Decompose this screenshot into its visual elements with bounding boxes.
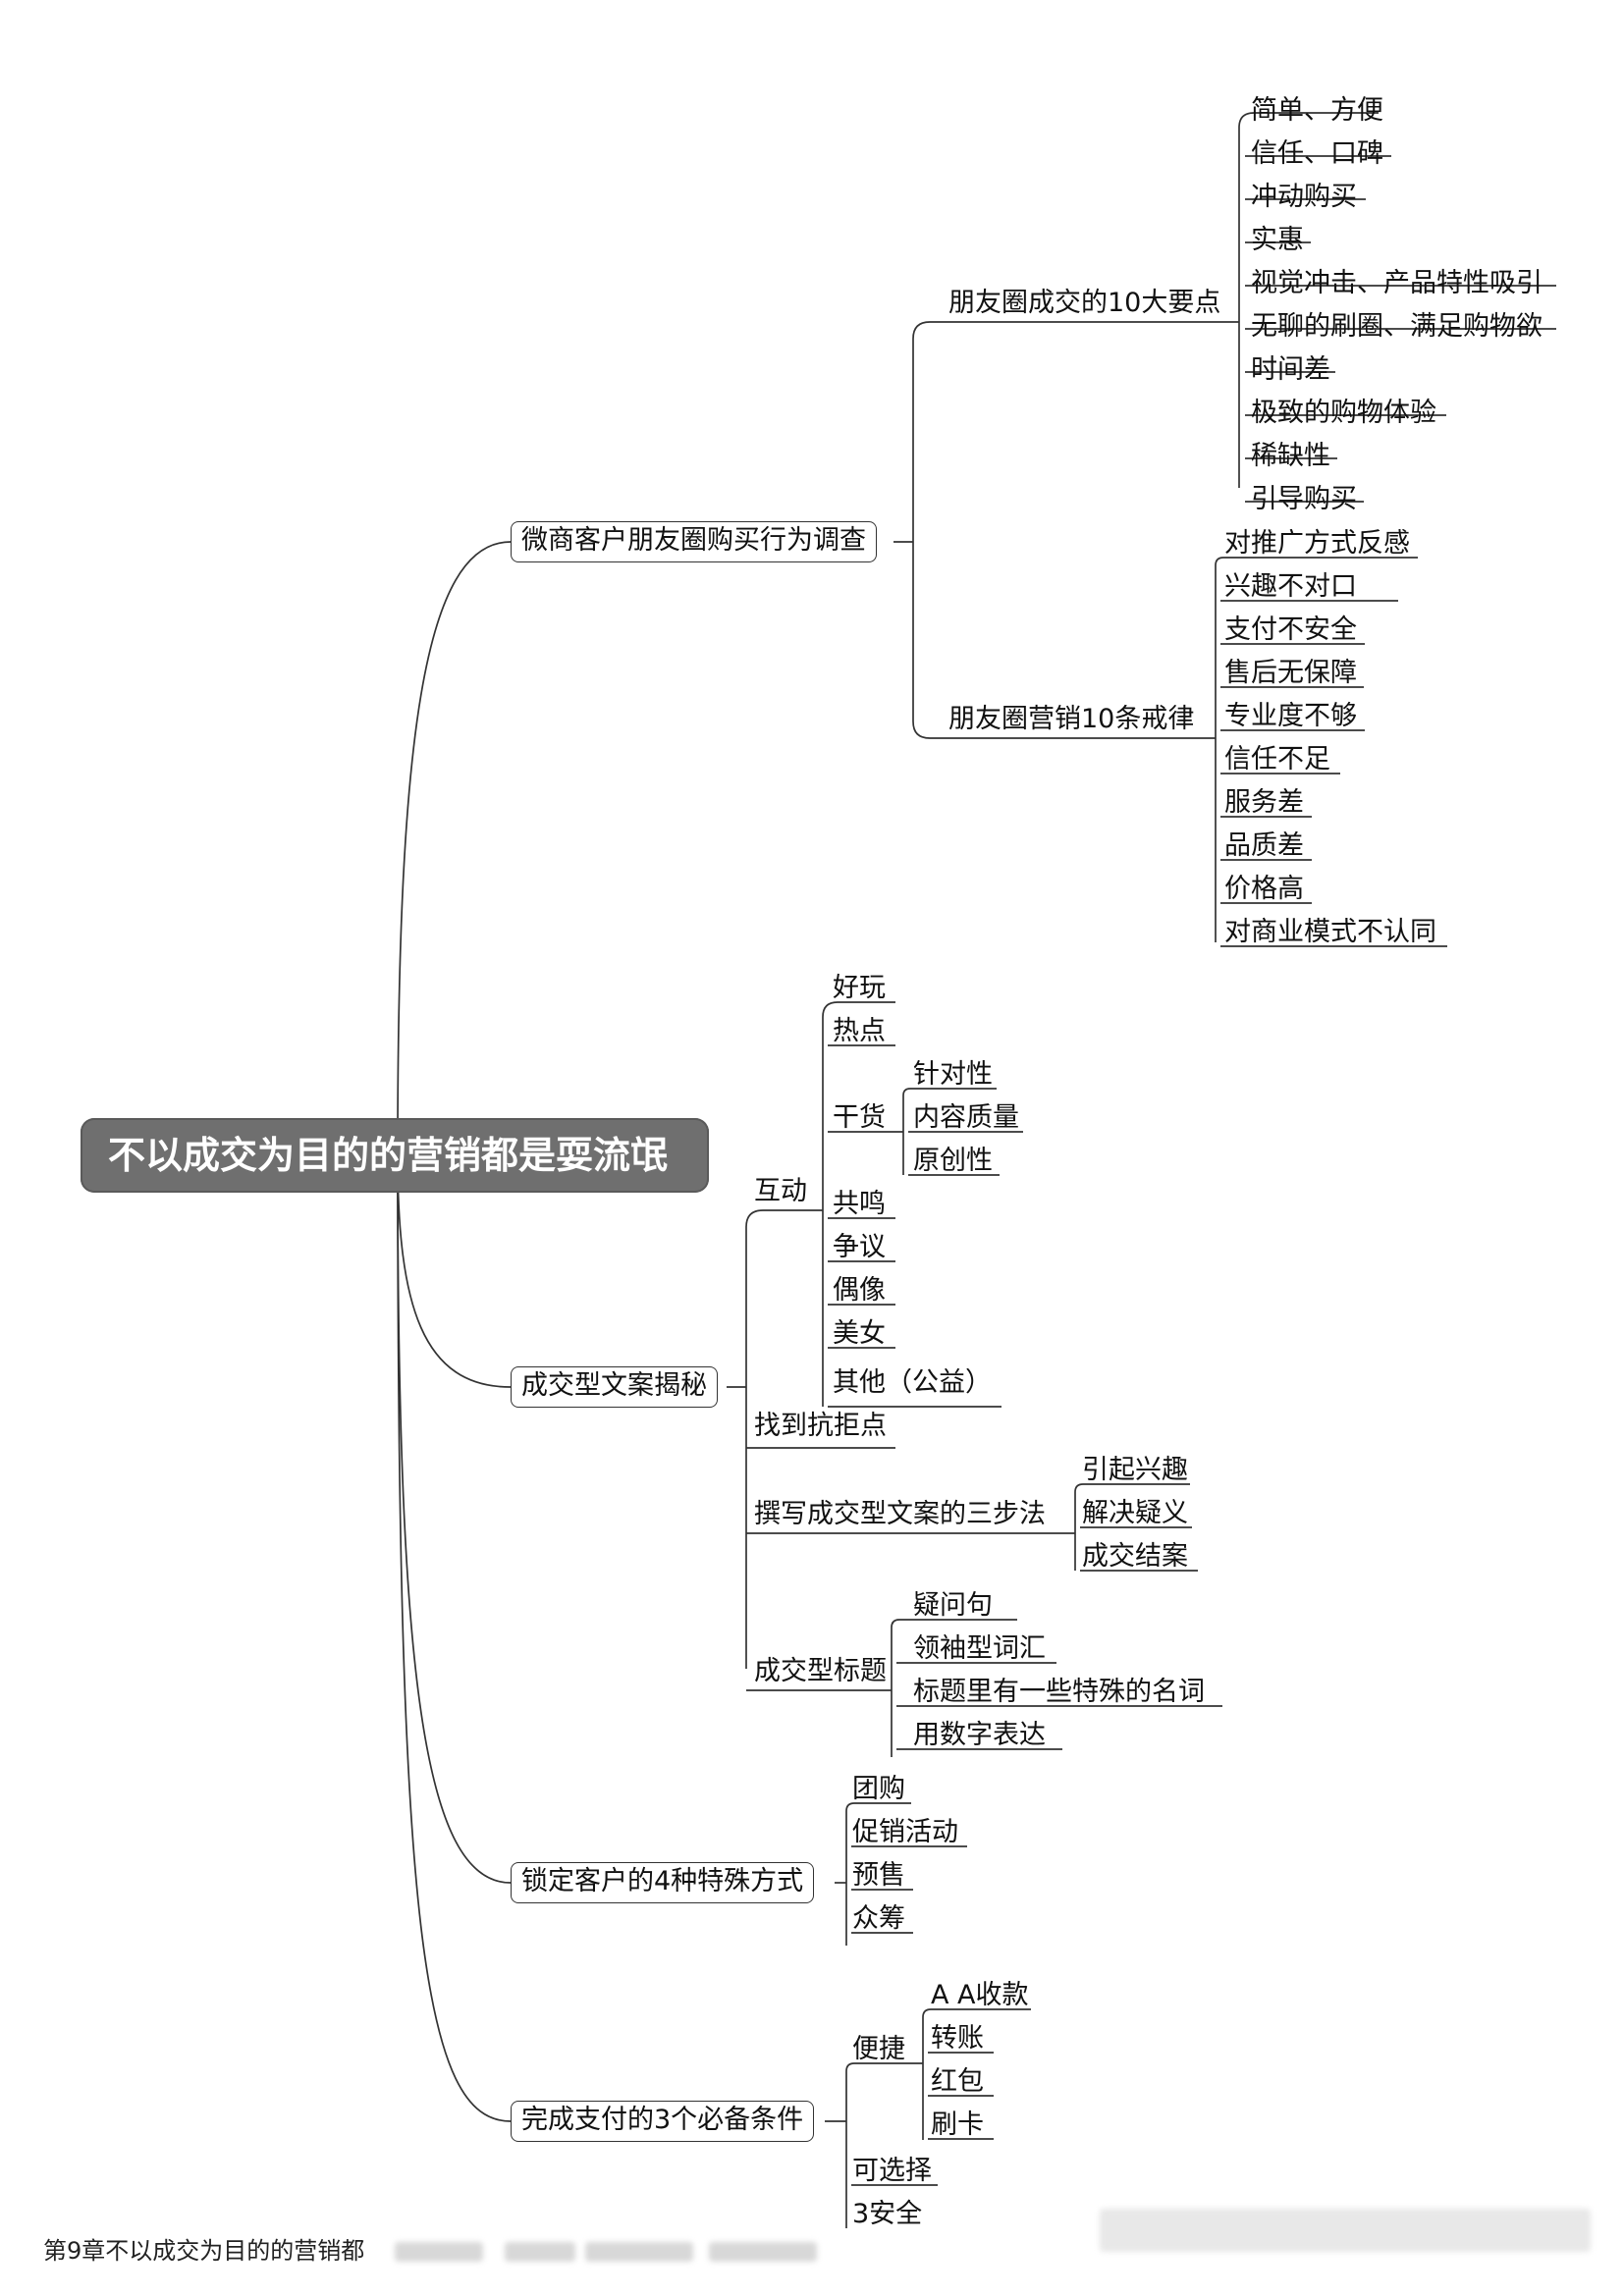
node-10-key-points: 朋友圈成交的10大要点	[948, 288, 1221, 318]
node-convenient: 便捷	[852, 2034, 905, 2064]
leaf-node: 原创性	[913, 1146, 993, 1176]
leaf-node: 品质差	[1224, 830, 1304, 861]
blurred-text	[395, 2242, 483, 2262]
leaf-node: 成交结案	[1082, 1541, 1188, 1572]
leaf-node: 好玩	[833, 973, 886, 1003]
leaf-node: 价格高	[1224, 874, 1304, 904]
leaf-node: 信任、口碑	[1251, 138, 1383, 169]
blurred-text	[585, 2242, 693, 2262]
blurred-watermark	[1100, 2209, 1591, 2252]
leaf-node: 用数字表达	[913, 1720, 1046, 1750]
leaf-node: 刷卡	[931, 2109, 984, 2140]
leaf-node: 专业度不够	[1224, 701, 1357, 731]
leaf-node: 标题里有一些特殊的名词	[913, 1677, 1205, 1707]
leaf-node: 共鸣	[833, 1189, 886, 1219]
leaf-node: 众筹	[852, 1903, 905, 1934]
leaf-node: 兴趣不对口	[1224, 571, 1357, 602]
leaf-node: 冲动购买	[1251, 182, 1357, 212]
page-footer: 第9章不以成交为目的的营销都	[43, 2237, 365, 2265]
leaf-node: 团购	[852, 1774, 905, 1804]
leaf-node: 支付不安全	[1224, 614, 1357, 645]
leaf-node: 时间差	[1251, 354, 1330, 385]
leaf-node: 促销活动	[852, 1817, 958, 1847]
leaf-node: 信任不足	[1224, 744, 1330, 774]
branch-node-wechat-survey: 微商客户朋友圈购买行为调查	[511, 521, 877, 562]
leaf-node: 内容质量	[913, 1102, 1019, 1133]
leaf-node: 争议	[833, 1232, 886, 1262]
leaf-node: 对商业模式不认同	[1224, 917, 1436, 947]
leaf-node: 其他（公益）	[833, 1367, 992, 1398]
node-safe: 3安全	[852, 2199, 923, 2229]
leaf-node: 引起兴趣	[1082, 1455, 1188, 1485]
node-interaction: 互动	[754, 1176, 807, 1206]
leaf-node: 红包	[931, 2066, 984, 2097]
node-find-objection: 找到抗拒点	[754, 1411, 887, 1441]
leaf-node: 无聊的刷圈、满足购物欲	[1251, 311, 1543, 342]
leaf-node: 稀缺性	[1251, 441, 1330, 471]
leaf-node: 解决疑义	[1082, 1498, 1188, 1528]
blurred-text	[505, 2242, 575, 2262]
node-titles: 成交型标题	[754, 1656, 887, 1686]
leaf-node: 引导购买	[1251, 484, 1357, 514]
leaf-node: 疑问句	[913, 1590, 993, 1621]
leaf-node: 售后无保障	[1224, 658, 1357, 688]
node-three-steps: 撰写成交型文案的三步法	[754, 1499, 1046, 1529]
node-selectable: 可选择	[852, 2156, 932, 2186]
leaf-node: 服务差	[1224, 787, 1304, 818]
leaf-node: 简单、方便	[1251, 95, 1383, 126]
leaf-node: 美女	[833, 1318, 886, 1349]
leaf-node: 极致的购物体验	[1251, 398, 1436, 428]
branch-node-lock-customers: 锁定客户的4种特殊方式	[511, 1862, 815, 1903]
leaf-node: 对推广方式反感	[1224, 528, 1410, 559]
blurred-text	[709, 2242, 817, 2262]
leaf-node: 转账	[931, 2023, 984, 2054]
leaf-node: A A收款	[931, 1980, 1029, 2010]
leaf-node: 领袖型词汇	[913, 1633, 1046, 1664]
leaf-node: 实惠	[1251, 225, 1304, 255]
leaf-node: 偶像	[833, 1275, 886, 1306]
leaf-node: 视觉冲击、产品特性吸引	[1251, 268, 1543, 298]
leaf-node: 热点	[833, 1016, 886, 1046]
leaf-node: 预售	[852, 1860, 905, 1891]
branch-node-payment: 完成支付的3个必备条件	[511, 2101, 815, 2142]
leaf-node: 干货	[833, 1102, 886, 1133]
node-10-rules: 朋友圈营销10条戒律	[948, 704, 1195, 734]
branch-node-copywriting: 成交型文案揭秘	[511, 1366, 718, 1408]
leaf-node: 针对性	[913, 1059, 993, 1090]
root-node: 不以成交为目的的营销都是耍流氓	[81, 1118, 709, 1193]
